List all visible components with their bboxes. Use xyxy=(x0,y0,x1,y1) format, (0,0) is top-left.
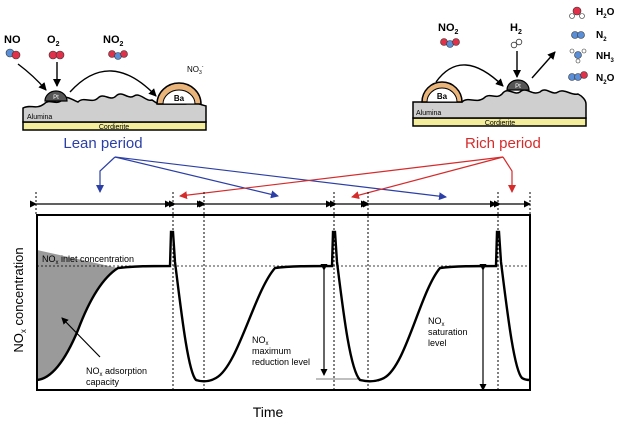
n2o-molecule-icon xyxy=(568,71,588,81)
rich-h2-molecule-icon xyxy=(510,38,523,49)
rich-period-pointers xyxy=(179,156,516,200)
rich-pointer-3 xyxy=(502,156,516,193)
inlet-concentration-label: NOx inlet concentration xyxy=(42,254,134,266)
rich-no2-release-arrow xyxy=(435,64,504,87)
adsorption-pointer-arrow xyxy=(61,317,101,358)
period-boundary-guides xyxy=(35,192,531,390)
nh3-molecule-icon xyxy=(569,48,587,64)
rich-pt-label: Pt xyxy=(515,84,521,90)
rich-gas-h2-label: H2 xyxy=(510,22,522,36)
rich-cordierite-label: Cordierite xyxy=(485,120,515,127)
lean-pointer-1 xyxy=(96,156,116,193)
n2-molecule-icon xyxy=(571,31,585,39)
h2o-molecule-icon xyxy=(569,6,585,19)
lean-spillover-arrow xyxy=(69,70,157,97)
legend-nh3-label: NH3 xyxy=(596,51,614,64)
lean-platinum-site xyxy=(44,90,68,102)
lean-period-pointers xyxy=(96,156,447,201)
product-legend: H2O N2 NH3 N2O xyxy=(568,6,615,86)
rich-pointer-1 xyxy=(179,156,504,200)
adsorption-capacity-area xyxy=(37,250,118,380)
y-axis-label: NOx concentration xyxy=(11,247,28,352)
lean-cordierite-label: Cordierite xyxy=(99,124,129,131)
plot-frame xyxy=(36,214,531,391)
lean-alumina-label: Alumina xyxy=(27,114,52,121)
rich-no2-molecule-icon xyxy=(440,38,460,48)
lean-alumina-layer xyxy=(22,93,207,123)
rich-alumina-layer xyxy=(412,89,587,119)
rich-platinum-site xyxy=(506,79,530,91)
lean-no2-molecule-icon xyxy=(108,50,128,60)
rich-gas-no2-label: NO2 xyxy=(438,22,459,36)
lean-schematic: Cordierite Alumina Ba Pt NO O2 NO2 NO3- xyxy=(4,34,207,152)
lean-ba-label: Ba xyxy=(174,94,185,103)
rich-products-arrow xyxy=(531,51,556,79)
lean-nitrate-label: NO3- xyxy=(187,64,204,76)
rich-barium-core xyxy=(426,87,458,103)
lean-no-to-pt-arrow xyxy=(17,63,47,91)
rich-alumina-label: Alumina xyxy=(416,110,441,117)
legend-n2-label: N2 xyxy=(596,30,607,43)
lean-no-molecule-icon xyxy=(5,48,21,60)
nox-outlet-curve xyxy=(36,230,531,383)
lean-gas-o2-label: O2 xyxy=(47,34,60,48)
rich-schematic: Cordierite Alumina Ba Pt NO2 H2 Rich per… xyxy=(412,22,587,152)
legend-n2o-label: N2O xyxy=(596,73,615,86)
lean-period-label: Lean period xyxy=(63,135,142,152)
lean-gas-no-label: NO xyxy=(4,34,21,46)
lean-barium-core xyxy=(162,89,196,105)
rich-period-label: Rich period xyxy=(465,135,541,152)
lean-pointer-2 xyxy=(114,156,279,199)
lean-pointer-3 xyxy=(114,156,447,201)
rich-pointer-2 xyxy=(351,156,504,200)
lean-o2-molecule-icon xyxy=(48,50,65,60)
rich-ba-label: Ba xyxy=(437,92,448,101)
x-axis-label: Time xyxy=(253,404,284,420)
legend-h2o-label: H2O xyxy=(596,7,615,20)
lean-gas-no2-label: NO2 xyxy=(103,34,124,48)
lean-pt-label: Pt xyxy=(53,95,59,101)
